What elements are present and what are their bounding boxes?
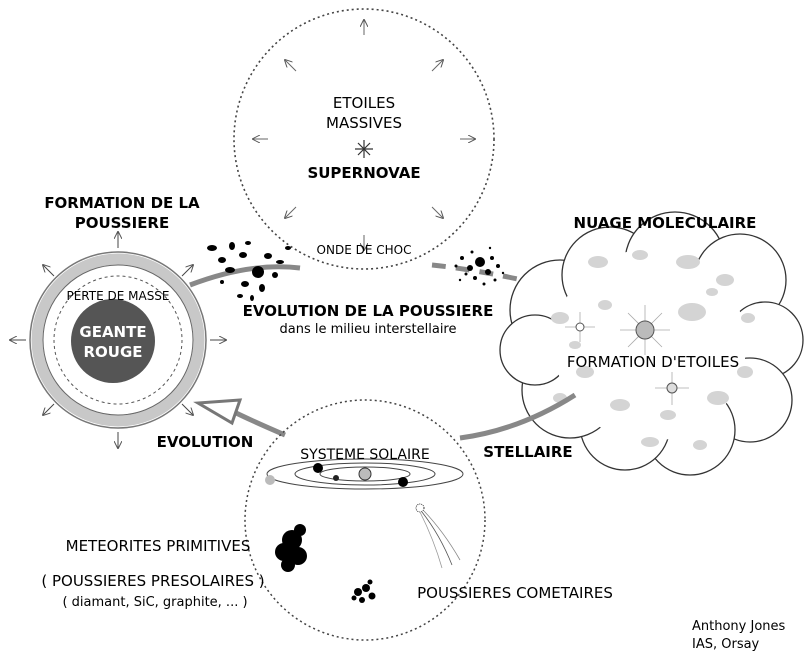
supernova-title: SUPERNOVAE [307,164,420,182]
red-giant-label-line2: ROUGE [83,343,142,361]
cometary-dust-icon [351,579,376,603]
planet-icon [313,463,323,473]
presolar-examples-label: ( diamant, SiC, graphite, ... ) [62,595,247,610]
supernova-label-line2: MASSIVES [326,114,402,132]
molecular-cloud-title: NUAGE MOLECULAIRE [574,214,757,232]
mass-loss-label: PERTE DE MASSE [66,289,169,303]
supernova-shock-circle [233,8,495,270]
dust-formation-label-line2: POUSSIERE [75,214,169,232]
credit-author: Anthony Jones [692,619,786,634]
credit-institution: IAS, Orsay [692,637,760,652]
cometary-dust-label: POUSSIERES COMETAIRES [417,584,613,602]
planet-icon [333,475,339,481]
giant-dust-shell [31,253,205,427]
presolar-dust-label: ( POUSSIERES PRESOLAIRES ) [41,572,264,590]
red-giant-star [71,299,155,383]
evolution-label: EVOLUTION [157,433,254,451]
protostar-large [635,320,655,340]
cloud-dense-clumps [551,250,755,450]
evolution-arrowhead [193,398,243,426]
red-giant-label-line1: GEANTE [79,323,146,341]
dust-formation-label-line1: FORMATION DE LA [44,194,200,212]
sun-icon [358,467,372,481]
supernova-label-line1: ETOILES [333,94,395,112]
mass-loss-ring [53,275,183,405]
stellar-label: STELLAIRE [483,443,572,461]
red-giant-region: FORMATION DE LA POUSSIERE PERTE DE MASSE… [10,194,226,448]
molecular-cloud: NUAGE MOLECULAIRE FORMATION D'ETOILES [499,211,804,476]
cloud-fill [554,249,746,441]
shock-arrows [253,20,475,250]
solar-system-orbits [266,458,464,490]
dust-evolution-subtitle: dans le milieu interstellaire [280,322,457,337]
supernova-region: ETOILES MASSIVES SUPERNOVAE ONDE DE CHOC [233,8,495,270]
supernova-star-icon [355,140,373,158]
dust-evolution-title: EVOLUTION DE LA POUSSIERE [243,302,494,320]
solar-system-region: SYSTEME SOLAIRE [244,399,486,641]
protostar-medium [666,382,678,394]
star-formation-label: FORMATION D'ETOILES [567,353,739,371]
solar-system-circle [244,399,486,641]
giant-outflow-arrows [10,232,226,448]
stellar-evolution-arrow [193,392,577,441]
planet-icon [398,477,408,487]
fragmented-dust-cluster [454,246,505,286]
meteorites-label: METEORITES PRIMITIVES [66,537,251,555]
dust-grains-cluster [207,241,291,301]
solar-system-title: SYSTEME SOLAIRE [300,447,429,463]
protostar-small [575,322,585,332]
shock-wave-label: ONDE DE CHOC [317,243,412,257]
planet-icon [265,475,275,485]
meteorite-icon [275,524,307,572]
comet-icon [415,503,461,569]
